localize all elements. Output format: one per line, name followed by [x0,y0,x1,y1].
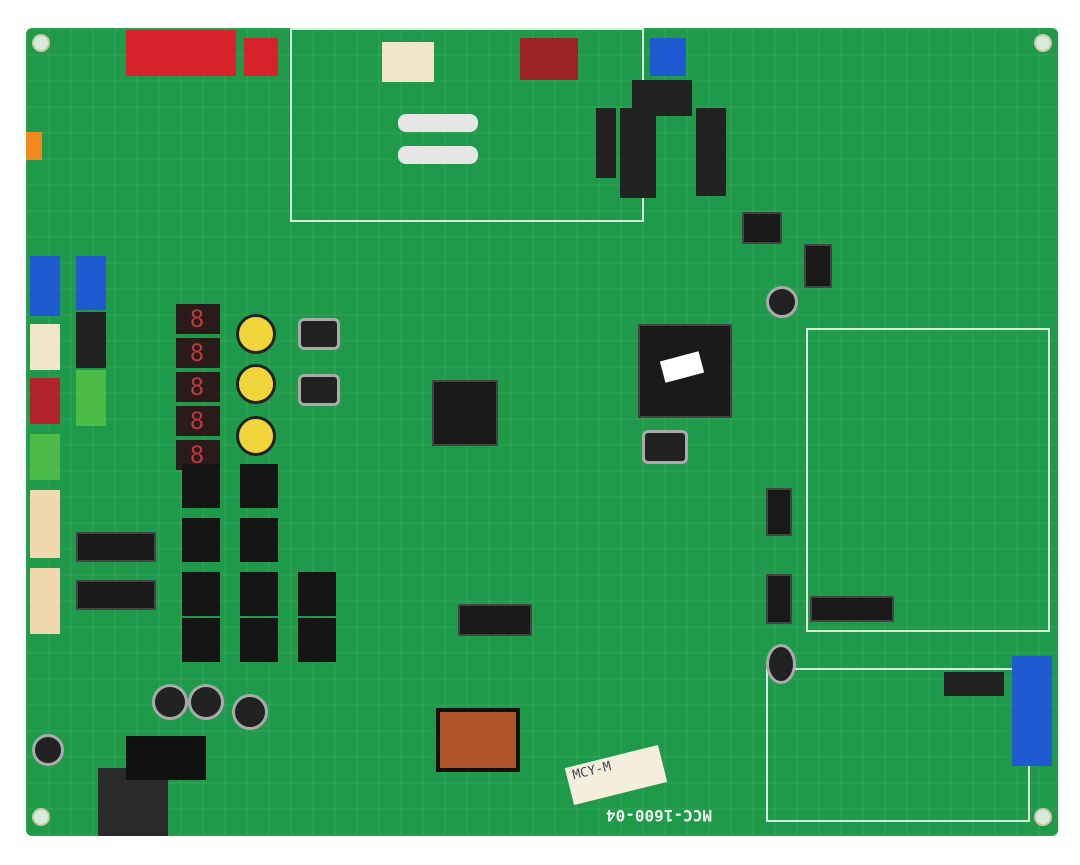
ic-chip [766,488,792,536]
dip-switch[interactable] [240,572,278,616]
green-connector [76,370,106,426]
white-connector [30,324,60,370]
relay-section-outline [806,328,1050,632]
sticker-label: MCY-M [564,744,668,806]
dip-switch[interactable] [298,618,336,662]
dip-switch[interactable] [240,618,278,662]
relay [620,108,656,198]
microcontroller [432,380,498,446]
blue-connector [650,38,686,76]
beige-connector [30,490,60,558]
dip-switch[interactable] [240,518,278,562]
capacitor [32,734,64,766]
blue-connector [76,256,106,310]
mounting-hole [32,34,50,52]
capacitor [766,286,798,318]
choke-inductor [436,708,520,772]
green-connector [30,434,60,480]
blue-connector [1012,656,1052,766]
capacitor [188,684,224,720]
switch[interactable] [944,672,1004,696]
circuit-board: 8 8 8 8 8 MCY-M MCC-1600-04 [26,28,1058,836]
seven-segment-digit: 8 [176,372,220,402]
blue-connector [30,256,60,316]
capacitor [298,374,340,406]
dip-switch[interactable] [240,464,278,508]
black-connector [76,312,106,368]
model-marking: MCC-1600-04 [606,806,712,825]
relay [810,596,894,622]
seven-segment-digit: 8 [176,406,220,436]
relay [632,80,692,116]
dip-switch[interactable] [182,518,220,562]
fuse [398,114,478,132]
red-connector [30,378,60,424]
dip-switch[interactable] [182,464,220,508]
ic-chip [804,244,832,288]
ic-chip [766,574,792,624]
mounting-hole [1034,34,1052,52]
capacitor [232,694,268,730]
heatsink [126,736,206,780]
red-connector [126,30,236,76]
red-connector [520,38,578,80]
ic-chip [76,580,156,610]
ic-chip [458,604,532,636]
mounting-hole [32,808,50,826]
rotary-switch[interactable] [236,416,276,456]
seven-segment-digit: 8 [176,304,220,334]
seven-segment-digit: 8 [176,338,220,368]
relay [696,108,726,196]
white-connector [382,42,434,82]
dip-switch[interactable] [182,618,220,662]
capacitor [642,430,688,464]
rotary-switch[interactable] [236,364,276,404]
rotary-switch[interactable] [236,314,276,354]
capacitor [766,644,796,684]
mounting-hole [1034,808,1052,826]
red-connector [244,38,278,76]
relay [596,108,616,178]
ic-chip [76,532,156,562]
dip-switch[interactable] [182,572,220,616]
fuse [398,146,478,164]
orange-connector [26,132,42,160]
beige-connector [30,568,60,634]
dip-switch[interactable] [298,572,336,616]
ic-chip [742,212,782,244]
capacitor [152,684,188,720]
capacitor [298,318,340,350]
